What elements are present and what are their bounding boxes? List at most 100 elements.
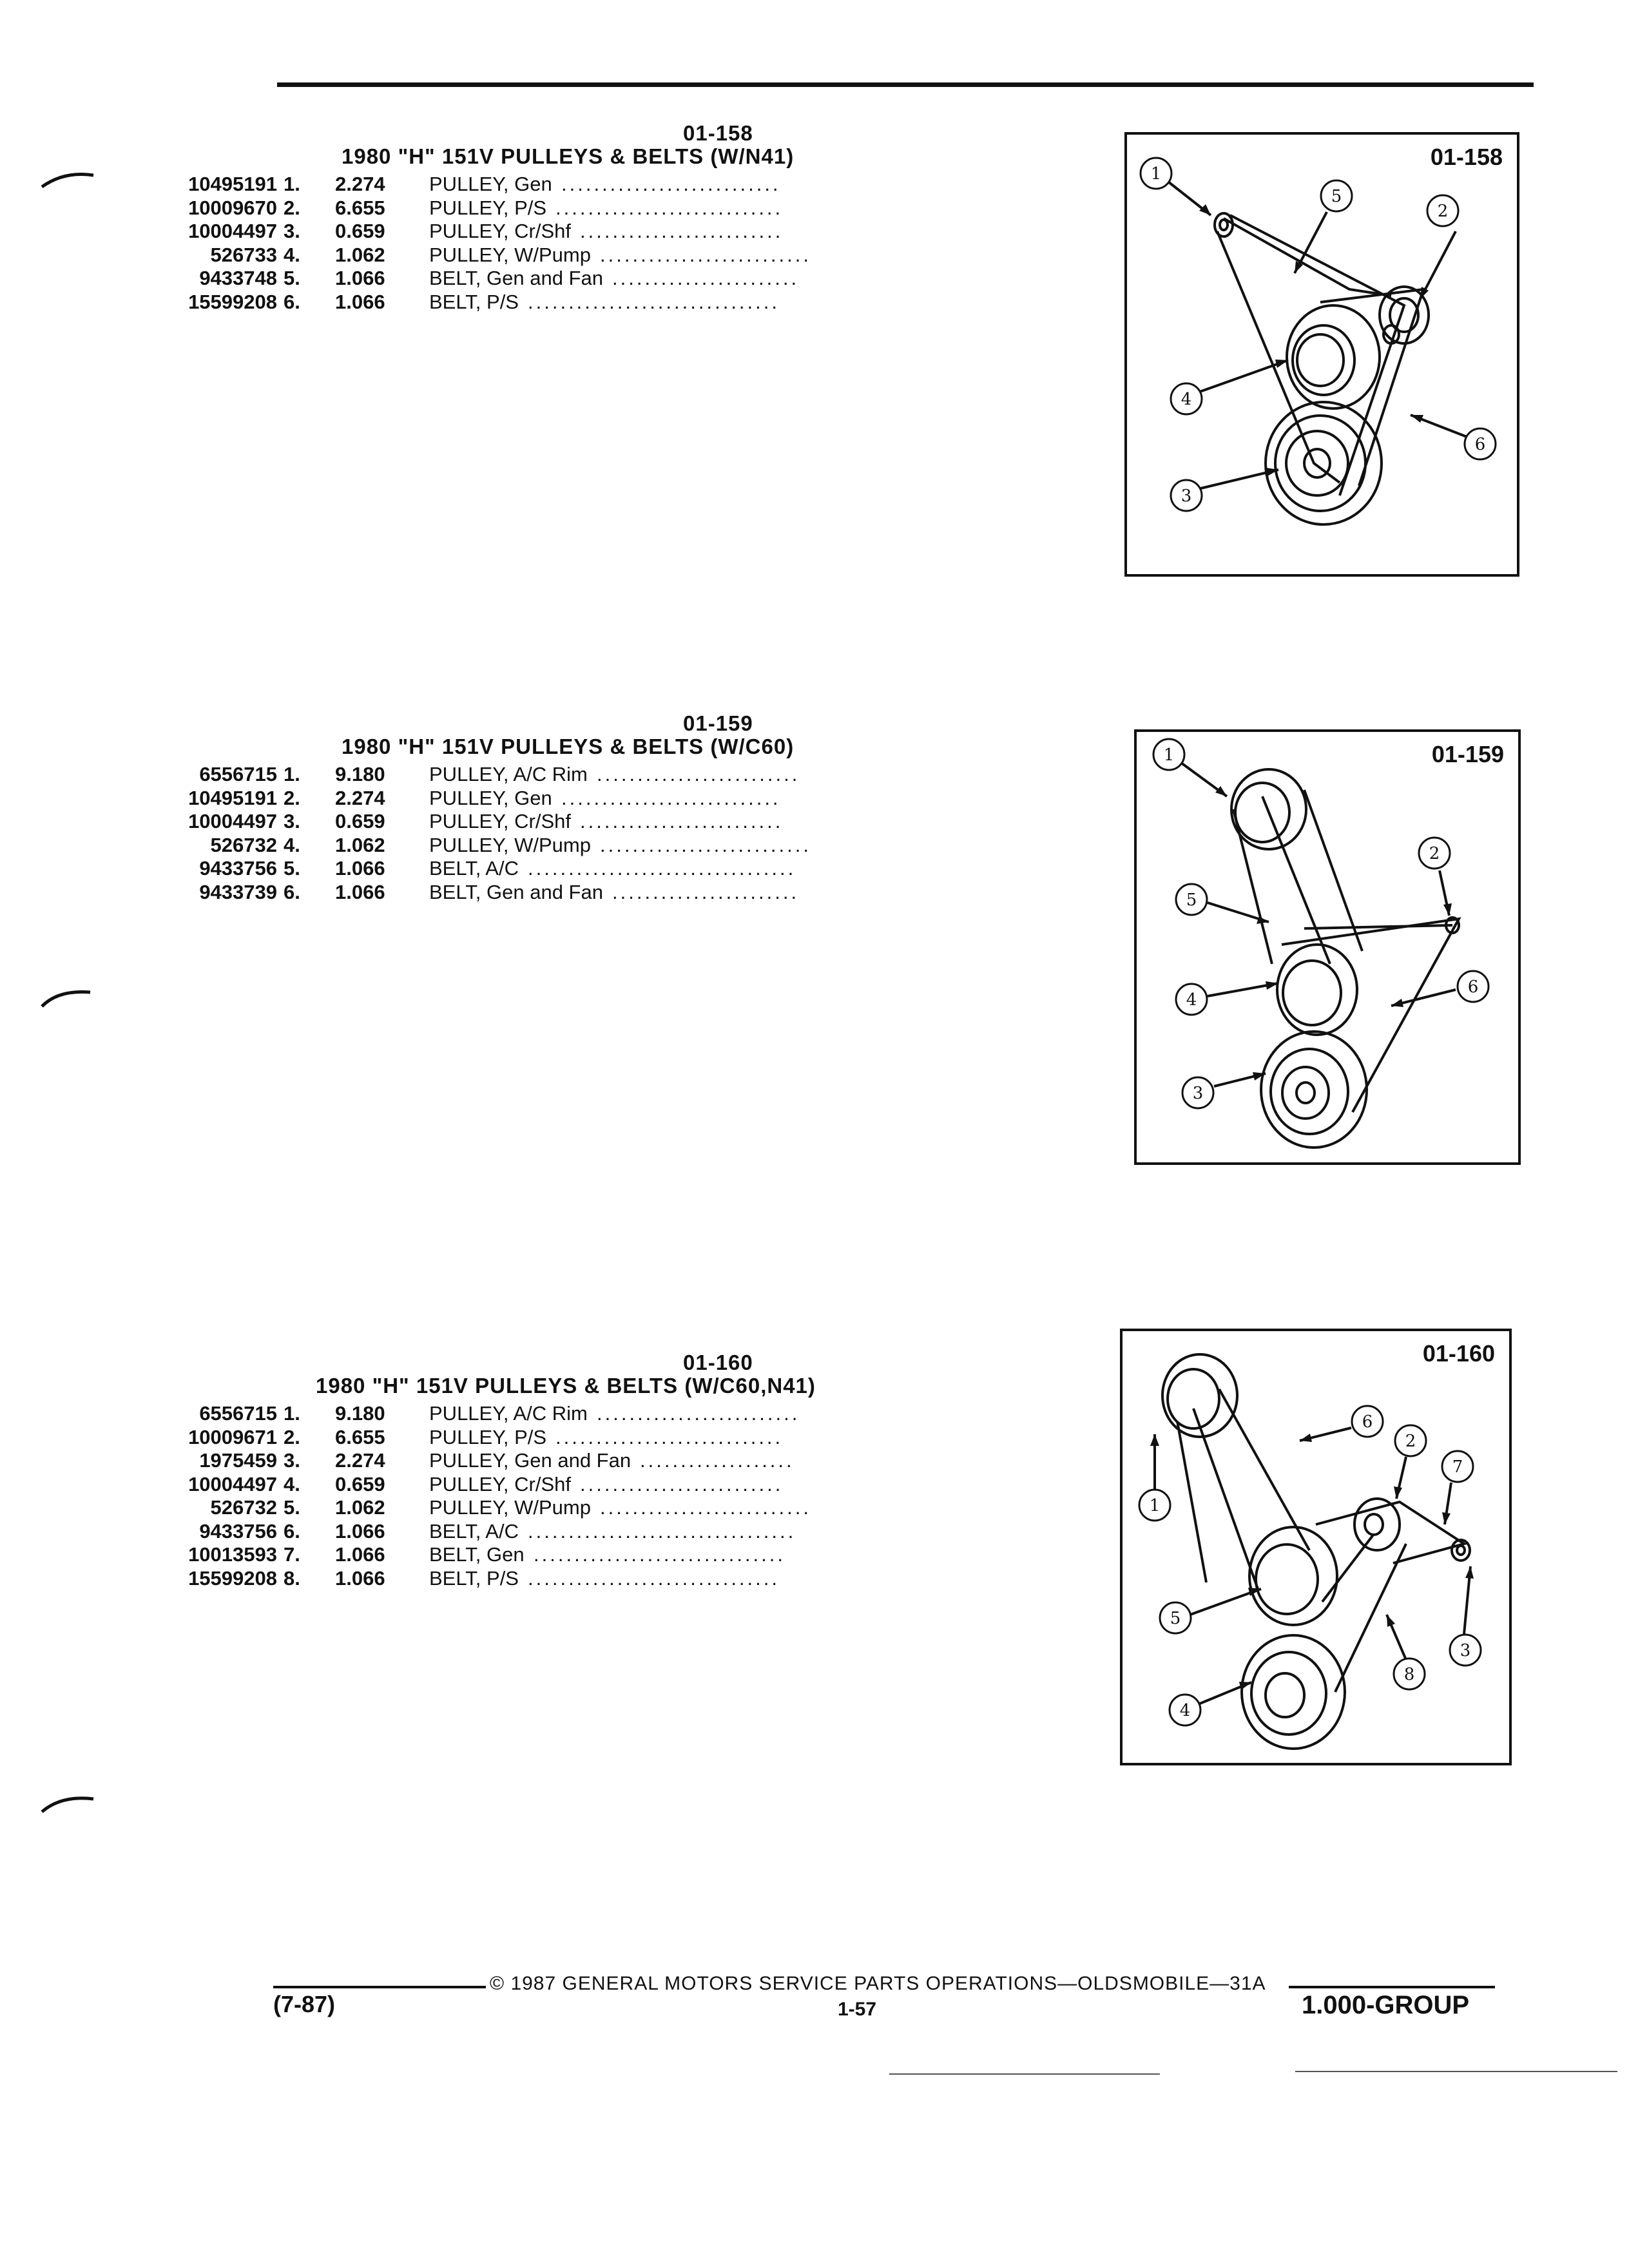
part-number: 9433756 xyxy=(199,857,277,879)
part-number: 10495191 xyxy=(188,786,277,809)
figure-code: 01-159 xyxy=(1431,741,1504,767)
description: PULLEY, Gen and Fan xyxy=(429,1449,631,1472)
part-number: 6556715 xyxy=(199,1402,277,1425)
part-number: 10495191 xyxy=(188,173,277,195)
quantity: 1.066 xyxy=(335,1543,385,1566)
section-title: 1980 "H" 151V PULLEYS & BELTS (W/C60) xyxy=(342,735,795,758)
item-number: 4. xyxy=(284,1472,300,1495)
description: PULLEY, A/C Rim xyxy=(429,1402,588,1425)
quantity: 0.659 xyxy=(335,810,385,832)
description: BELT, Gen xyxy=(429,1543,525,1566)
callout-label: 2 xyxy=(1405,1432,1416,1451)
item-number: 1. xyxy=(284,763,300,785)
description: PULLEY, P/S xyxy=(429,1425,547,1448)
part-number: 6556715 xyxy=(199,763,277,785)
quantity: 6.655 xyxy=(335,196,385,219)
pulley-belt-illustration: 1 2 3 4 5 6 xyxy=(1152,738,1490,1149)
dot-leader: ............................... xyxy=(528,1566,780,1590)
belt-diagram-01-160: 01-160 xyxy=(1120,1329,1512,1765)
item-number: 5. xyxy=(284,857,300,879)
dot-leader: ......................... xyxy=(580,810,784,832)
scan-artifact-line xyxy=(889,2073,1160,2075)
item-number: 5. xyxy=(284,267,300,289)
callout-label: 1 xyxy=(1164,745,1175,765)
callout-label: 2 xyxy=(1429,844,1440,863)
dot-leader: .......................... xyxy=(600,1496,811,1519)
item-number: 2. xyxy=(284,1425,300,1448)
quantity: 2.274 xyxy=(335,1449,385,1472)
quantity: 9.180 xyxy=(335,763,385,785)
description: BELT, A/C xyxy=(429,857,519,879)
section-code: 01-158 xyxy=(683,121,753,145)
quantity: 1.062 xyxy=(335,1496,385,1519)
description: PULLEY, W/Pump xyxy=(429,243,591,266)
item-number: 4. xyxy=(284,243,300,266)
footer-rule-left xyxy=(273,1986,486,1988)
dot-leader: ............................... xyxy=(534,1543,786,1566)
quantity: 1.066 xyxy=(335,857,385,879)
part-number: 526732 xyxy=(210,1496,277,1519)
callout-label: 3 xyxy=(1193,1084,1204,1103)
callout-label: 5 xyxy=(1170,1609,1181,1628)
item-number: 3. xyxy=(284,220,300,242)
description: BELT, P/S xyxy=(429,290,519,313)
quantity: 0.659 xyxy=(335,1472,385,1495)
quantity: 1.066 xyxy=(335,267,385,289)
dot-leader: ......................... xyxy=(580,1472,784,1495)
item-number: 3. xyxy=(284,810,300,832)
callout-label: 3 xyxy=(1181,486,1192,506)
dot-leader: ....................... xyxy=(612,267,800,289)
parts-section-01-159: 01-159 1980 "H" 151V PULLEYS & BELTS (W/… xyxy=(188,711,896,918)
part-number: 10013593 xyxy=(188,1543,277,1566)
quantity: 6.655 xyxy=(335,1425,385,1448)
part-number: 1975459 xyxy=(199,1449,277,1472)
quantity: 1.062 xyxy=(335,833,385,856)
callout-label: 7 xyxy=(1452,1457,1463,1477)
dot-leader: ......................... xyxy=(597,1402,800,1425)
description: PULLEY, A/C Rim xyxy=(429,763,588,785)
description: BELT, P/S xyxy=(429,1566,519,1590)
quantity: 1.066 xyxy=(335,290,385,313)
parts-section-01-158: 01-158 1980 "H" 151V PULLEYS & BELTS (W/… xyxy=(188,121,896,327)
callout-label: 5 xyxy=(1186,890,1197,910)
part-number: 9433748 xyxy=(199,267,277,289)
punch-mark-middle xyxy=(41,990,91,1008)
item-number: 4. xyxy=(284,833,300,856)
callout-label: 6 xyxy=(1475,435,1486,454)
description: PULLEY, P/S xyxy=(429,196,547,219)
callout-label: 4 xyxy=(1181,390,1192,409)
part-number: 10009671 xyxy=(188,1425,277,1448)
quantity: 2.274 xyxy=(335,786,385,809)
punch-mark-bottom xyxy=(41,1796,94,1813)
callout-label: 4 xyxy=(1186,990,1197,1010)
dot-leader: .......................... xyxy=(600,833,811,856)
dot-leader: ................................. xyxy=(528,857,796,879)
dot-leader: ........................... xyxy=(561,786,781,809)
top-rule xyxy=(277,82,1534,87)
description: PULLEY, W/Pump xyxy=(429,833,591,856)
description: PULLEY, Gen xyxy=(429,786,552,809)
dot-leader: .......................... xyxy=(600,243,811,266)
dot-leader: ............................ xyxy=(555,1425,784,1448)
item-number: 6. xyxy=(284,290,300,313)
item-number: 5. xyxy=(284,1496,300,1519)
section-code: 01-159 xyxy=(683,711,753,735)
description: BELT, Gen and Fan xyxy=(429,267,603,289)
part-number: 9433739 xyxy=(199,880,277,903)
quantity: 0.659 xyxy=(335,220,385,242)
quantity: 1.066 xyxy=(335,1566,385,1590)
belt-diagram-01-159: 01-159 xyxy=(1134,729,1521,1165)
part-number: 9433756 xyxy=(199,1519,277,1542)
callout-label: 6 xyxy=(1362,1412,1373,1432)
dot-leader: ......................... xyxy=(580,220,784,242)
item-number: 2. xyxy=(284,786,300,809)
footer-rule-right xyxy=(1289,1986,1495,1988)
item-number: 1. xyxy=(284,173,300,195)
quantity: 1.066 xyxy=(335,880,385,903)
dot-leader: ........................... xyxy=(561,173,781,195)
item-number: 3. xyxy=(284,1449,300,1472)
parts-section-01-160: 01-160 1980 "H" 151V PULLEYS & BELTS (W/… xyxy=(188,1350,896,1608)
scan-artifact-line xyxy=(1295,2071,1617,2072)
pulley-belt-illustration: 1 2 3 4 5 6 7 8 xyxy=(1138,1353,1482,1750)
quantity: 1.062 xyxy=(335,243,385,266)
